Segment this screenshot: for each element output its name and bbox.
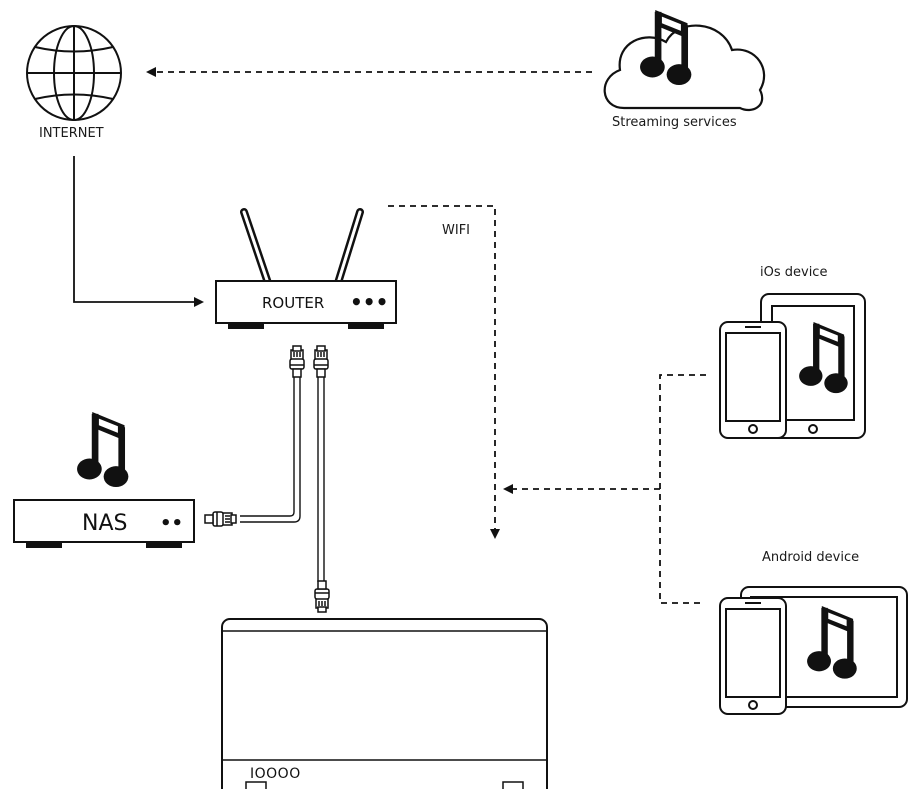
globe-icon <box>26 25 122 121</box>
ethernet-cables <box>240 376 325 582</box>
nas-label: NAS <box>82 511 127 536</box>
speaker-buttons: IOOOO <box>250 766 301 782</box>
nas-lights: •• <box>160 513 183 534</box>
internet-to-router-connector <box>73 156 204 307</box>
cloud-music-icon <box>603 10 766 112</box>
nas-icon <box>13 499 195 548</box>
router-icon <box>215 208 397 329</box>
ethernet-plug-icon <box>204 511 237 527</box>
android-device-icon <box>719 586 908 715</box>
wifi-connector <box>388 205 500 539</box>
router-label: ROUTER <box>262 294 324 312</box>
music-note-icon <box>77 412 128 487</box>
ios-device-icon <box>719 293 866 439</box>
device-branch-connector <box>659 374 706 604</box>
android-device-label: Android device <box>762 550 860 565</box>
speaker-icon <box>221 618 548 789</box>
router-lights: ••• <box>350 290 388 314</box>
ethernet-plug-icon <box>313 345 329 378</box>
ethernet-plug-icon <box>314 580 330 613</box>
wifi-label: WIFI <box>442 223 470 238</box>
ios-device-label: iOs device <box>760 265 828 280</box>
internet-label: INTERNET <box>39 126 104 141</box>
ethernet-plug-icon <box>289 345 305 378</box>
streaming-services-label: Streaming services <box>612 115 737 130</box>
